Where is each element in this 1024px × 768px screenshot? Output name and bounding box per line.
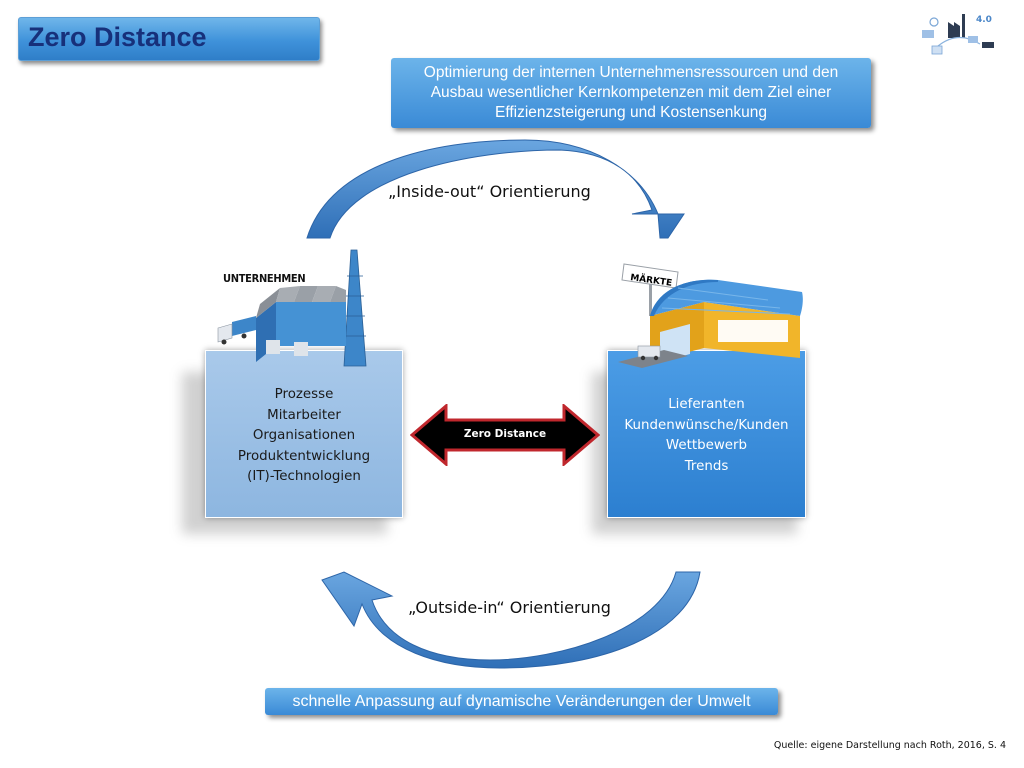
company-item: Mitarbeiter [267,407,341,423]
company-panel: Prozesse Mitarbeiter Organisationen Prod… [205,350,403,518]
market-item: Trends [684,458,729,474]
market-hall-icon: MÄRKTE [618,263,803,368]
top-description-box: Optimierung der internen Unternehmensres… [391,58,871,128]
company-item: Produktentwicklung [237,448,371,464]
zero-distance-label: Zero Distance [463,428,547,440]
market-item: Kundenwünsche/Kunden [624,417,789,433]
market-item: Lieferanten [668,397,745,412]
bottom-description-box: schnelle Anpassung auf dynamische Veränd… [265,688,778,715]
company-item: Organisationen [252,428,356,443]
market-item: Wettbewerb [665,438,748,453]
company-caption: UNTERNEHMEN [223,272,306,285]
top-line-3: Effizienzsteigerung und Kostensenkung [494,104,767,121]
company-item: (IT)-Technologien [247,469,361,484]
page-title: Zero Distance [28,22,207,52]
top-line-1: Optimierung der internen Unternehmensres… [423,64,839,81]
market-panel: Lieferanten Kundenwünsche/Kunden Wettbew… [607,350,806,518]
factory-icon [217,249,367,367]
outside-in-arrow-icon [321,571,701,669]
logo-text: 4.0 [976,15,992,25]
inside-out-label: „Inside-out“ Orientierung [388,182,591,201]
outside-in-label: „Outside-in“ Orientierung [408,598,611,617]
inside-out-arrow-icon [306,139,685,239]
industry-logo-icon: 4.0 [922,14,994,55]
title-box [18,17,320,61]
company-item: Prozesse [274,387,334,402]
source-note: Quelle: eigene Darstellung nach Roth, 20… [773,740,1006,751]
top-line-2: Ausbau wesentlicher Kernkompetenzen mit … [430,84,832,101]
zero-distance-double-arrow-icon [410,404,600,466]
